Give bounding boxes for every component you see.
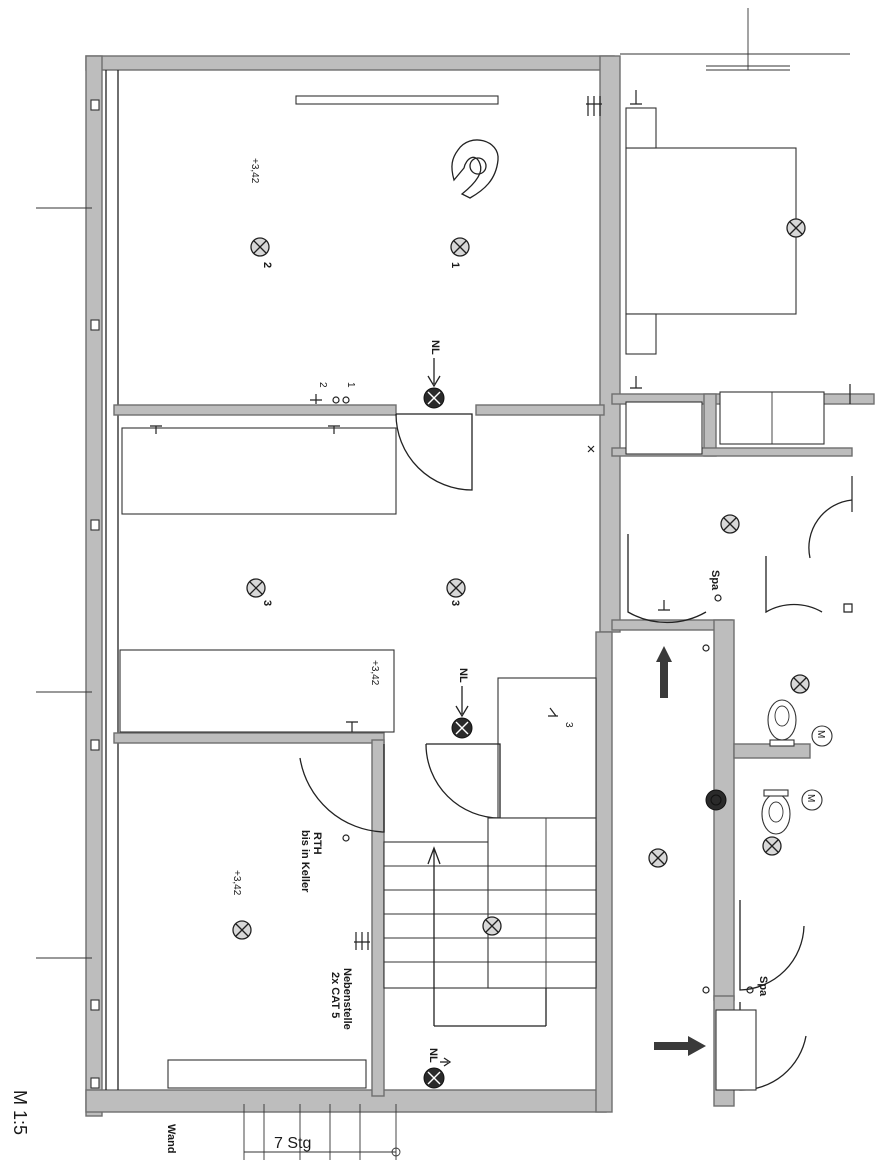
ceiling-lamp-icon — [250, 237, 270, 257]
built-ins — [119, 95, 597, 1089]
cat5-label: 2x CAT 5 — [329, 972, 341, 1018]
wand-label: Wand — [165, 1124, 177, 1154]
height-mark: +3,42 — [369, 660, 380, 686]
ceiling-lamp-icon — [450, 237, 470, 257]
m-label: M — [815, 730, 826, 738]
ceiling-lamp-icon — [762, 836, 782, 856]
toilets — [715, 699, 797, 1091]
switch-number: 3 — [563, 722, 574, 728]
facade-lines — [36, 70, 119, 1090]
direction-arrows — [654, 646, 706, 1056]
spa-label: Spa — [757, 976, 769, 997]
ceiling-lamp-icon — [482, 916, 502, 936]
labels: 1 2 3 3 +3,42 +3,42 +3,42 NL NL NL RTH b… — [10, 158, 826, 1154]
nl-arrows — [427, 358, 469, 1067]
height-mark: +3,42 — [231, 870, 242, 896]
ceiling-lamp-icon — [790, 674, 810, 694]
lamp-number-2: 2 — [261, 262, 273, 268]
nebenstelle-label: Nebenstelle — [341, 968, 353, 1030]
outer-walls — [85, 55, 621, 1117]
emergency-light-icon — [451, 717, 473, 739]
wall-lamp-icon — [705, 789, 727, 811]
switch-number: 2 — [317, 382, 328, 388]
emergency-light-icon — [423, 1067, 445, 1089]
bis-in-keller-label: bis in Keller — [299, 830, 311, 893]
ceiling-lamp-icon — [246, 578, 266, 598]
staircase — [383, 817, 597, 1027]
ceiling-lamp-icon — [648, 848, 668, 868]
nl-label: NL — [457, 668, 469, 683]
lamp-number-1: 1 — [449, 262, 461, 268]
ceiling-lamp-icon — [786, 218, 806, 238]
spa-label: Spa — [709, 570, 721, 591]
m-markers — [801, 725, 833, 811]
nl-label: NL — [429, 340, 441, 355]
stairs-count-label: 7 Stg — [274, 1135, 311, 1152]
lamp-number-3a: 3 — [261, 600, 273, 606]
right-rooms — [620, 8, 850, 455]
switch-number: 1 — [345, 382, 356, 388]
m-label: M — [805, 794, 816, 802]
chair-icon — [451, 139, 499, 199]
height-mark: +3,42 — [249, 158, 260, 184]
ceiling-lamp-icon — [446, 578, 466, 598]
ceiling-lamp-icon — [720, 514, 740, 534]
doors — [299, 413, 853, 1091]
corner-annotation: M 1:5 — [10, 1090, 30, 1135]
ceiling-lamp-icon — [232, 920, 252, 940]
sockets — [150, 90, 853, 994]
emergency-light-icon — [423, 387, 445, 409]
lamp-number-3b: 3 — [449, 600, 461, 606]
nl-label: NL — [427, 1048, 439, 1063]
rth-label: RTH — [311, 832, 323, 855]
entry-stairs — [243, 1104, 401, 1160]
